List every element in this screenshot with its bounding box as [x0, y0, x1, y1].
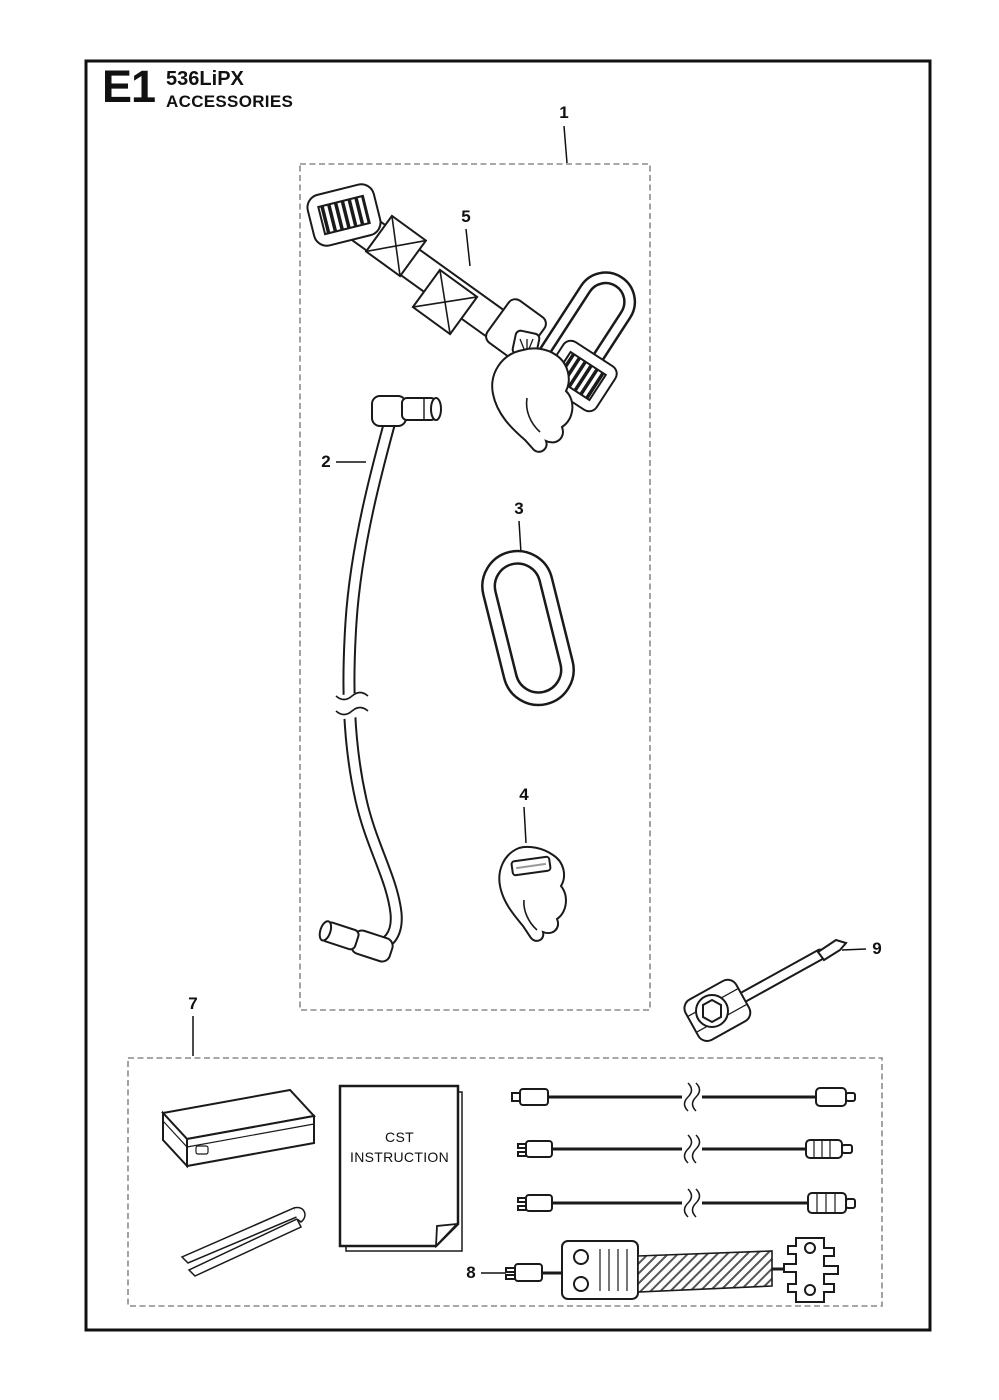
- leader-line-5: [465, 228, 471, 267]
- section-title: ACCESSORIES: [166, 92, 294, 111]
- strap-slider-2: [411, 268, 479, 336]
- tube-body: [344, 412, 401, 954]
- strap-snap-hook: [491, 347, 574, 453]
- tube-bottom-fitting: [318, 920, 394, 963]
- tweezers: [180, 1206, 306, 1277]
- hook-clip-part: [498, 845, 567, 942]
- leader-line-9: [841, 948, 867, 951]
- cable-3: [517, 1187, 856, 1219]
- carry-case: [161, 1088, 316, 1169]
- leader-line-1: [563, 125, 568, 164]
- strap-assembly-part: [306, 183, 637, 453]
- wrench-blade-tip: [816, 938, 848, 962]
- dashed-group-box-7: [127, 1057, 883, 1307]
- callout-5: 5: [461, 207, 471, 226]
- callout-9: 9: [872, 939, 882, 958]
- leader-line-4: [523, 806, 527, 844]
- page-header: E1 536LiPX ACCESSORIES: [102, 61, 293, 112]
- dashed-group-box-1: [299, 163, 651, 1011]
- diagram-frame: [84, 59, 932, 1332]
- callout-2: 2: [321, 452, 331, 471]
- strap-slider-1: [364, 214, 428, 278]
- cable-1-break-mark: [682, 1081, 702, 1113]
- section-code: E1: [102, 61, 156, 112]
- instruction-booklet: [338, 1084, 463, 1252]
- cable-2-break-mark: [682, 1133, 702, 1165]
- booklet-title-line1: CST: [385, 1129, 414, 1145]
- strap-snap-hook-gap: [525, 397, 541, 433]
- callout-8: 8: [466, 1263, 476, 1282]
- loop-link-part: [481, 549, 575, 707]
- mounting-bracket: [783, 1237, 839, 1303]
- tube-part: [318, 395, 442, 963]
- cable-1: [511, 1081, 856, 1113]
- booklet-title: CST INSTRUCTION: [341, 1127, 458, 1167]
- braided-sleeve: [637, 1250, 773, 1293]
- wrench-hex-socket: [695, 994, 729, 1028]
- tube-top-fitting: [371, 395, 442, 427]
- leader-line-3: [518, 520, 522, 554]
- model-number: 536LiPX: [166, 68, 244, 90]
- hook-clip-label-band: [510, 855, 552, 877]
- callout-3: 3: [514, 499, 524, 518]
- callout-7: 7: [188, 994, 198, 1013]
- cable-2: [517, 1133, 853, 1165]
- cable-3-break-mark: [682, 1187, 702, 1219]
- callout-1: 1: [559, 103, 569, 122]
- strap-top-buckle: [306, 183, 382, 247]
- wrench-tool-part: [683, 938, 848, 1042]
- tube-break-mark: [334, 691, 369, 720]
- header-titles: 536LiPX ACCESSORIES: [166, 66, 293, 112]
- leader-lines: [192, 125, 867, 1274]
- harness-part-8: [505, 1237, 839, 1303]
- booklet-title-line2: INSTRUCTION: [350, 1149, 449, 1165]
- callout-4: 4: [519, 785, 529, 804]
